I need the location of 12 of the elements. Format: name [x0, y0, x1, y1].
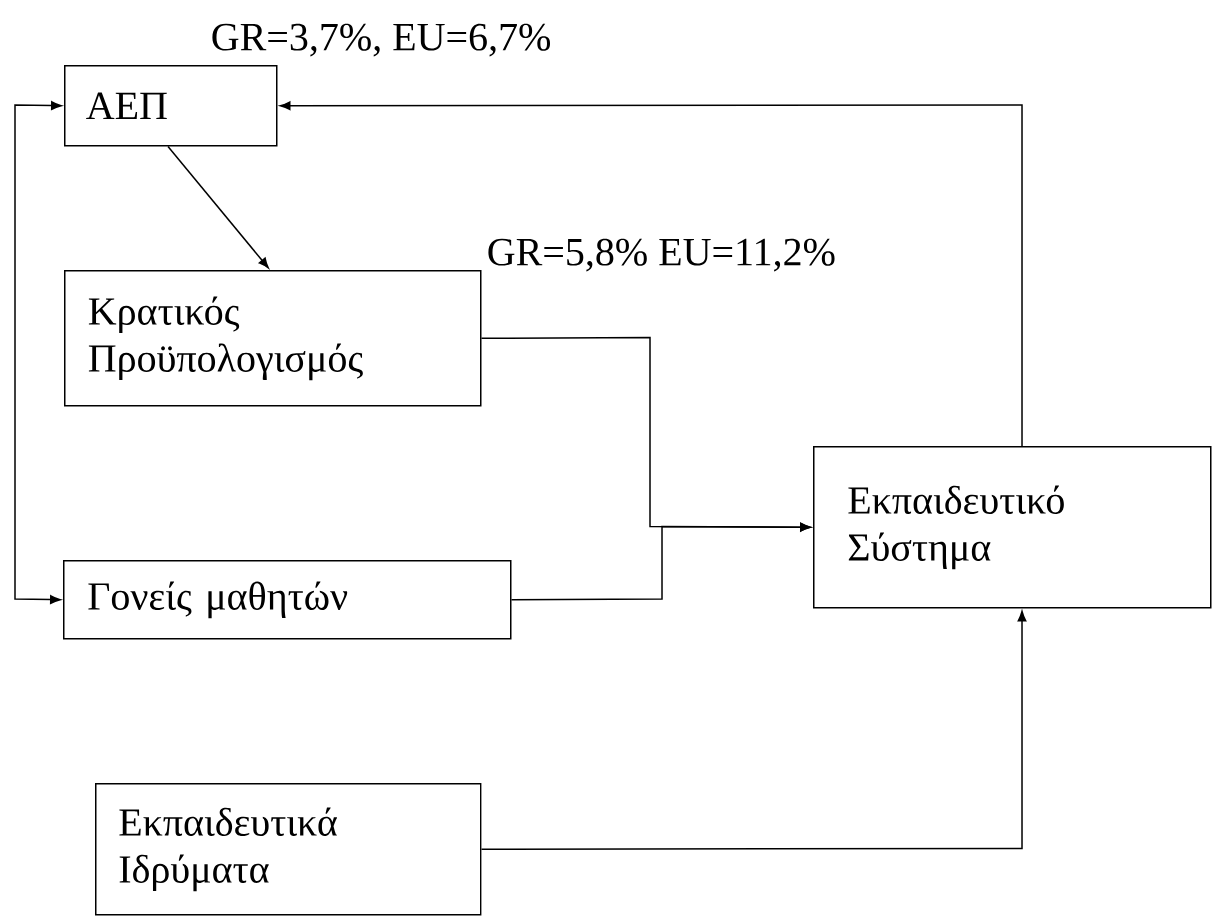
arrow — [279, 101, 1023, 447]
box: Εκπαιδευτικά Ιδρύματα — [95, 783, 482, 916]
arrow — [167, 145, 269, 269]
box: ΑΕΠ — [64, 65, 278, 147]
arrow — [14, 101, 62, 604]
value-label: GR=3,7%, EU=6,7% — [212, 23, 550, 57]
value-label: GR=5,8% EU=11,2% — [488, 238, 835, 272]
arrow — [480, 610, 1027, 850]
arrow — [510, 522, 811, 601]
box: Εκπαιδευτικό Σύστημα — [813, 446, 1212, 609]
box: Γονείς μαθητών — [63, 560, 512, 640]
box: Κρατικός Προϋπολογισμός — [64, 270, 482, 407]
